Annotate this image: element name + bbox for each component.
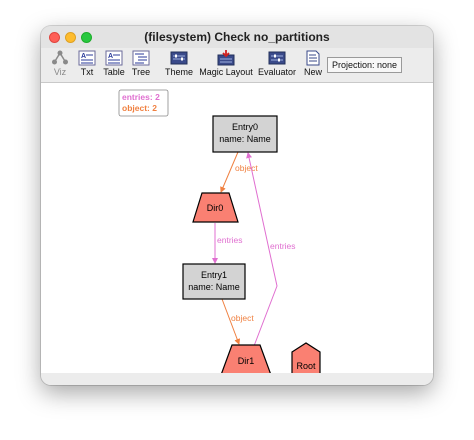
instance-graph: entries: 2 object: 2 object entries obje… xyxy=(118,89,321,373)
tree-icon xyxy=(132,50,150,66)
node-entry1[interactable]: Entry1 name: Name xyxy=(182,263,246,300)
txt-label: Txt xyxy=(80,67,94,77)
new-button[interactable]: New xyxy=(302,50,324,77)
evaluator-label: Evaluator xyxy=(257,67,297,77)
theme-icon xyxy=(170,51,188,65)
svg-text:A: A xyxy=(81,53,86,60)
dir0-label: Dir0 xyxy=(207,203,224,213)
edge-label-entries-1: entries xyxy=(217,235,243,245)
theme-button[interactable]: Theme xyxy=(164,50,194,77)
app-window: (filesystem) Check no_partitions Viz A T… xyxy=(41,26,433,385)
legend: entries: 2 object: 2 xyxy=(118,89,169,117)
edge-label-entries-2: entries xyxy=(270,241,296,251)
txt-button[interactable]: A Txt xyxy=(76,50,98,77)
theme-label: Theme xyxy=(164,67,193,77)
legend-entries: entries: 2 xyxy=(122,92,160,102)
toolbar: Viz A Txt A Table xyxy=(41,48,433,83)
entry1-name: name: Name xyxy=(188,282,240,292)
node-root[interactable]: Root xyxy=(291,342,321,373)
close-window-button[interactable] xyxy=(49,32,60,43)
viz-icon xyxy=(52,50,68,65)
legend-box xyxy=(118,89,169,117)
node-entry0[interactable]: Entry0 name: Name xyxy=(212,115,278,153)
new-document-icon xyxy=(306,50,320,66)
magic-layout-icon xyxy=(217,50,235,66)
tree-button[interactable]: Tree xyxy=(130,50,152,77)
viz-button[interactable]: Viz xyxy=(49,50,71,77)
table-icon: A xyxy=(105,50,123,66)
entry0-name: name: Name xyxy=(219,134,271,144)
table-label: Table xyxy=(103,67,125,77)
status-strip xyxy=(41,373,433,385)
viz-label: Viz xyxy=(53,67,67,77)
txt-icon: A xyxy=(78,50,96,66)
entry0-title: Entry0 xyxy=(232,122,258,132)
new-label: New xyxy=(303,67,322,77)
root-label: Root xyxy=(296,361,316,371)
edge-label-object-1: object xyxy=(235,163,258,173)
graph-canvas: entries: 2 object: 2 object entries obje… xyxy=(41,83,433,373)
node-dir1[interactable]: Dir1 xyxy=(221,344,271,373)
magic-layout-label: Magic Layout xyxy=(199,67,253,77)
table-button[interactable]: A Table xyxy=(101,50,127,77)
edge-dir1-to-entry0 xyxy=(246,152,278,347)
window-title: (filesystem) Check no_partitions xyxy=(144,30,330,44)
dir1-label: Dir1 xyxy=(238,356,255,366)
svg-text:A: A xyxy=(108,53,113,60)
evaluator-icon xyxy=(268,51,286,65)
edge-entry0-to-dir0 xyxy=(220,151,239,193)
minimize-window-button[interactable] xyxy=(65,32,76,43)
entry1-title: Entry1 xyxy=(201,270,227,280)
projection-dropdown[interactable]: Projection: none xyxy=(327,57,403,73)
legend-object: object: 2 xyxy=(122,103,157,113)
evaluator-button[interactable]: Evaluator xyxy=(257,50,297,77)
node-dir0[interactable]: Dir0 xyxy=(192,192,239,223)
tree-label: Tree xyxy=(131,67,151,77)
edge-entry1-to-dir1 xyxy=(221,298,241,345)
edge-label-object-2: object xyxy=(231,313,254,323)
title-bar: (filesystem) Check no_partitions xyxy=(41,26,433,49)
zoom-window-button[interactable] xyxy=(81,32,92,43)
magic-layout-button[interactable]: Magic Layout xyxy=(199,50,253,77)
